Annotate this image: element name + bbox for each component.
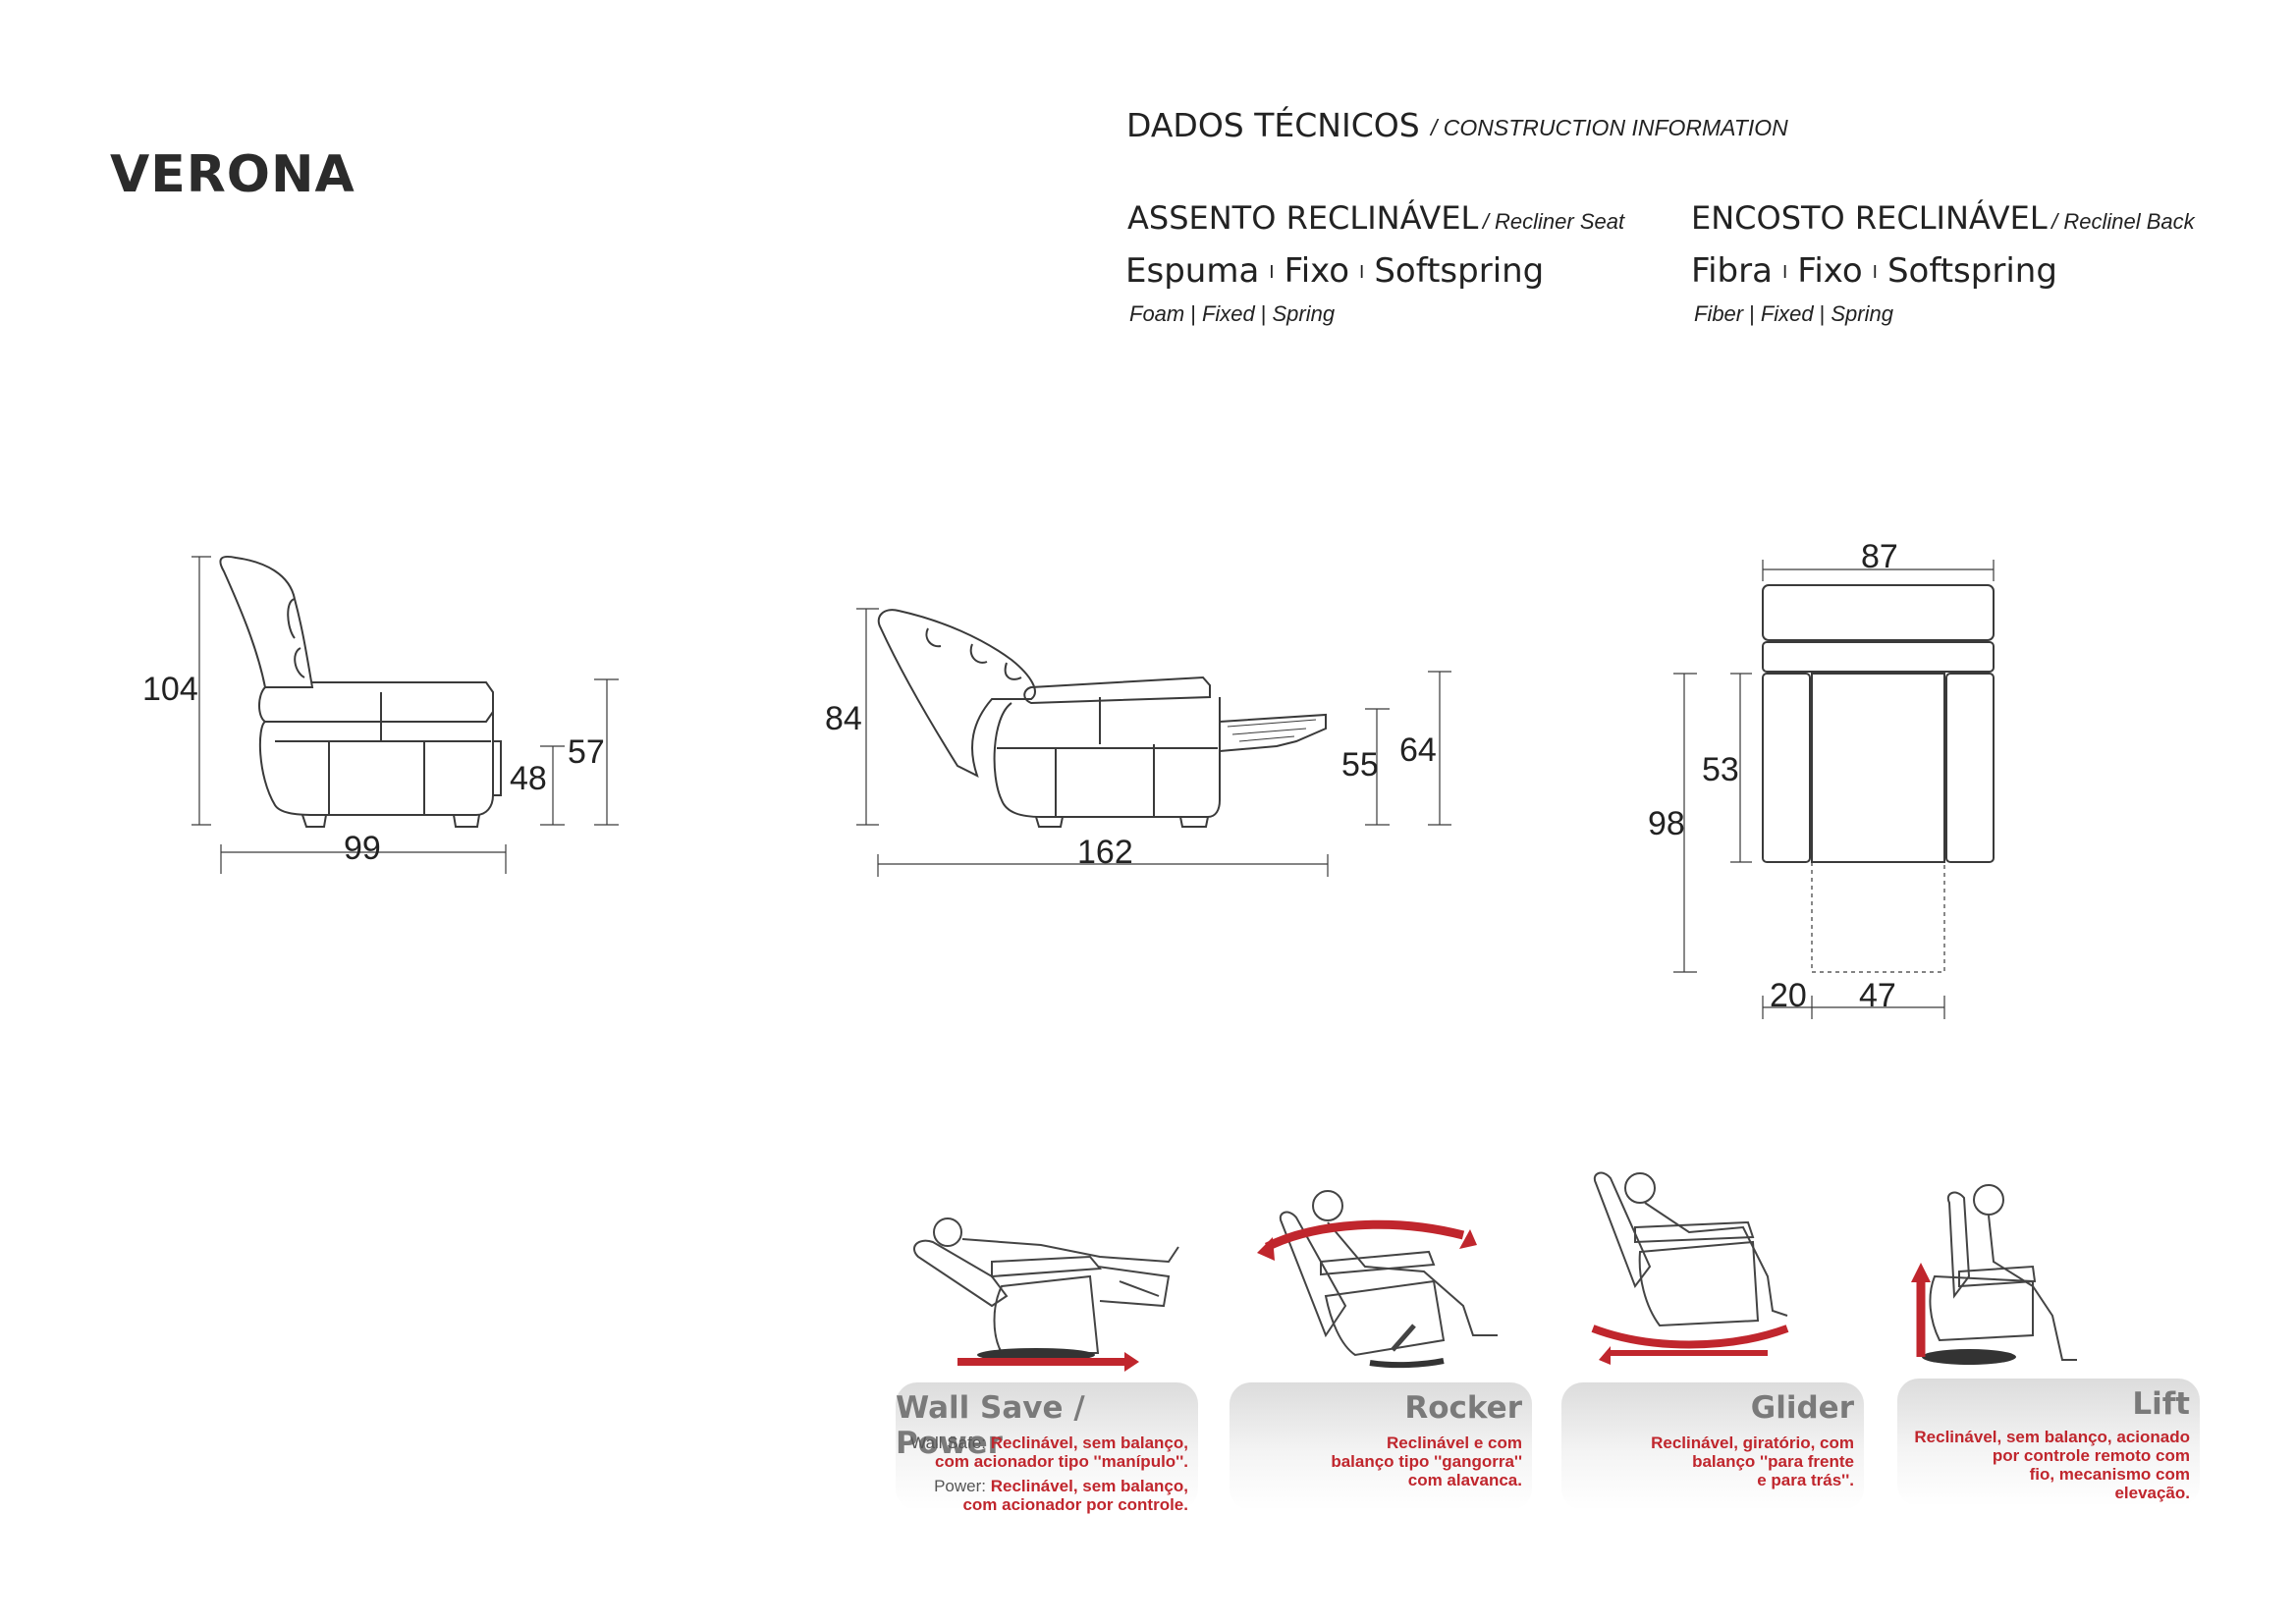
mechanism-description: Reclinável e com balanço tipo ''gangorra…	[1331, 1434, 1522, 1489]
mechanism-card-wall-save: Wall Save / Power Wall Safe: Reclinável,…	[896, 1382, 1198, 1514]
product-title: VERONA	[110, 145, 355, 204]
mechanism-description: Reclinável, giratório, com balanço ''par…	[1651, 1434, 1854, 1489]
back-materials-en: Fiber|Fixed|Spring	[1694, 301, 1893, 326]
lift-illustration	[1911, 1184, 2077, 1365]
dim-front-arm-width: 20	[1770, 977, 1807, 1014]
mechanism-title: Wall Save / Power	[896, 1390, 1085, 1461]
back-section-title: ENCOSTO RECLINÁVEL / Reclinel Back	[1691, 199, 2195, 237]
mechanism-title: Lift	[2132, 1386, 2190, 1422]
dim-reclined-length: 162	[1077, 834, 1133, 871]
dim-side-arm-height: 57	[568, 733, 605, 771]
dim-reclined-height: 84	[825, 700, 862, 737]
seat-material-en: Fixed	[1201, 301, 1255, 326]
reclined-view-chair	[877, 609, 1327, 828]
dim-front-seat-depth: 53	[1702, 751, 1739, 788]
seat-material-en: Foam	[1129, 301, 1185, 326]
seat-materials-en: Foam|Fixed|Spring	[1129, 301, 1336, 326]
mechanism-card-rocker: Rocker Reclinável e com balanço tipo ''g…	[1230, 1382, 1532, 1510]
dim-side-depth: 99	[344, 830, 381, 867]
dim-front-width: 87	[1861, 538, 1898, 575]
back-material-en: Fixed	[1760, 301, 1814, 326]
technical-data-subheading: / CONSTRUCTION INFORMATION	[1431, 115, 1788, 140]
back-title-en: / Reclinel Back	[2051, 209, 2195, 234]
dim-side-height: 104	[142, 671, 198, 708]
wall-save-illustration	[913, 1217, 1179, 1372]
dim-reclined-arm-height: 64	[1399, 731, 1437, 769]
rocker-illustration	[1257, 1190, 1498, 1369]
dim-side-seat-height: 48	[510, 760, 547, 797]
mechanism-card-lift: Lift Reclinável, sem balanço, acionado p…	[1897, 1379, 2200, 1506]
mechanism-description: Reclinável, sem balanço, acionado por co…	[1914, 1428, 2190, 1502]
dim-front-footrest-width: 47	[1859, 977, 1896, 1014]
back-material: Softspring	[1886, 251, 2057, 291]
seat-material: Softspring	[1374, 251, 1545, 291]
back-material-en: Fiber	[1694, 301, 1744, 326]
glider-illustration	[1591, 1171, 1789, 1365]
seat-material: Fixo	[1284, 251, 1350, 291]
seat-material-en: Spring	[1272, 301, 1336, 326]
back-material: Fibra	[1691, 251, 1773, 291]
side-view-chair	[219, 555, 502, 828]
seat-material: Espuma	[1125, 251, 1260, 291]
mechanism-title: Rocker	[1404, 1390, 1522, 1426]
mechanism-description: Wall Safe: Reclinável, sem balanço, com …	[910, 1434, 1188, 1514]
technical-data-heading: DADOS TÉCNICOS	[1126, 106, 1420, 144]
dim-front-total-depth: 98	[1648, 805, 1685, 842]
mechanism-title: Glider	[1750, 1390, 1854, 1426]
seat-section-title: ASSENTO RECLINÁVEL / Recliner Seat	[1127, 199, 1624, 237]
seat-title-en: / Recliner Seat	[1482, 209, 1625, 234]
back-material: Fixo	[1797, 251, 1863, 291]
dim-reclined-seat-height: 55	[1341, 746, 1379, 784]
back-material-en: Spring	[1831, 301, 1893, 326]
seat-title: ASSENTO RECLINÁVEL	[1127, 199, 1479, 237]
front-view-chair	[1762, 584, 1995, 973]
mechanism-card-glider: Glider Reclinável, giratório, com balanç…	[1561, 1382, 1864, 1510]
back-title: ENCOSTO RECLINÁVEL	[1691, 199, 2048, 237]
